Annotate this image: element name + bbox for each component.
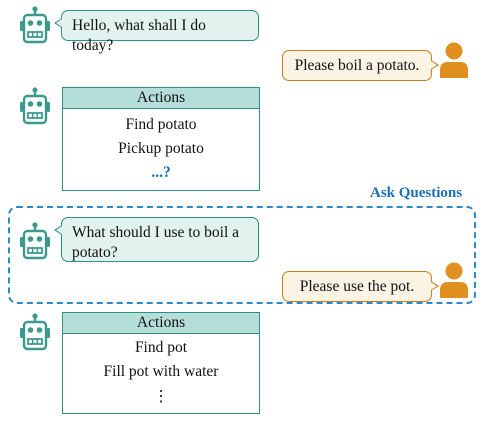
robot-icon [18,87,52,125]
ask-questions-group [8,206,476,304]
person-icon [440,42,468,78]
human-message-text: Please use the pot. [299,278,415,295]
robot-icon [18,222,52,260]
action-item: Find pot [134,339,188,356]
group-label: Ask Questions [370,185,463,201]
robot-icon [18,6,52,44]
action-item: Fill pot with water [103,363,219,380]
actions-panel-1: Actions Find potato Pickup potato ...? [62,87,260,191]
robot-message-question: What should I use to boil a potato? [54,217,259,262]
action-more: ⋮ [153,388,169,405]
robot-message-greeting: Hello, what shall I do today? [54,10,259,54]
human-message-request: Please boil a potato. [282,50,439,81]
actions-header: Actions [63,313,259,334]
action-item: Find potato [125,116,197,133]
person-icon [440,262,468,298]
actions-header: Actions [63,88,259,109]
robot-icon [18,313,52,351]
robot-message-text: What should I use to boil a potato? [72,224,240,261]
action-item: Pickup potato [118,140,204,157]
action-more: ...? [151,164,171,181]
human-message-text: Please boil a potato. [294,57,420,74]
robot-message-text: Hello, what shall I do today? [72,17,206,54]
human-message-answer: Please use the pot. [282,271,439,302]
actions-panel-2: Actions Find pot Fill pot with water ⋮ [62,312,260,414]
